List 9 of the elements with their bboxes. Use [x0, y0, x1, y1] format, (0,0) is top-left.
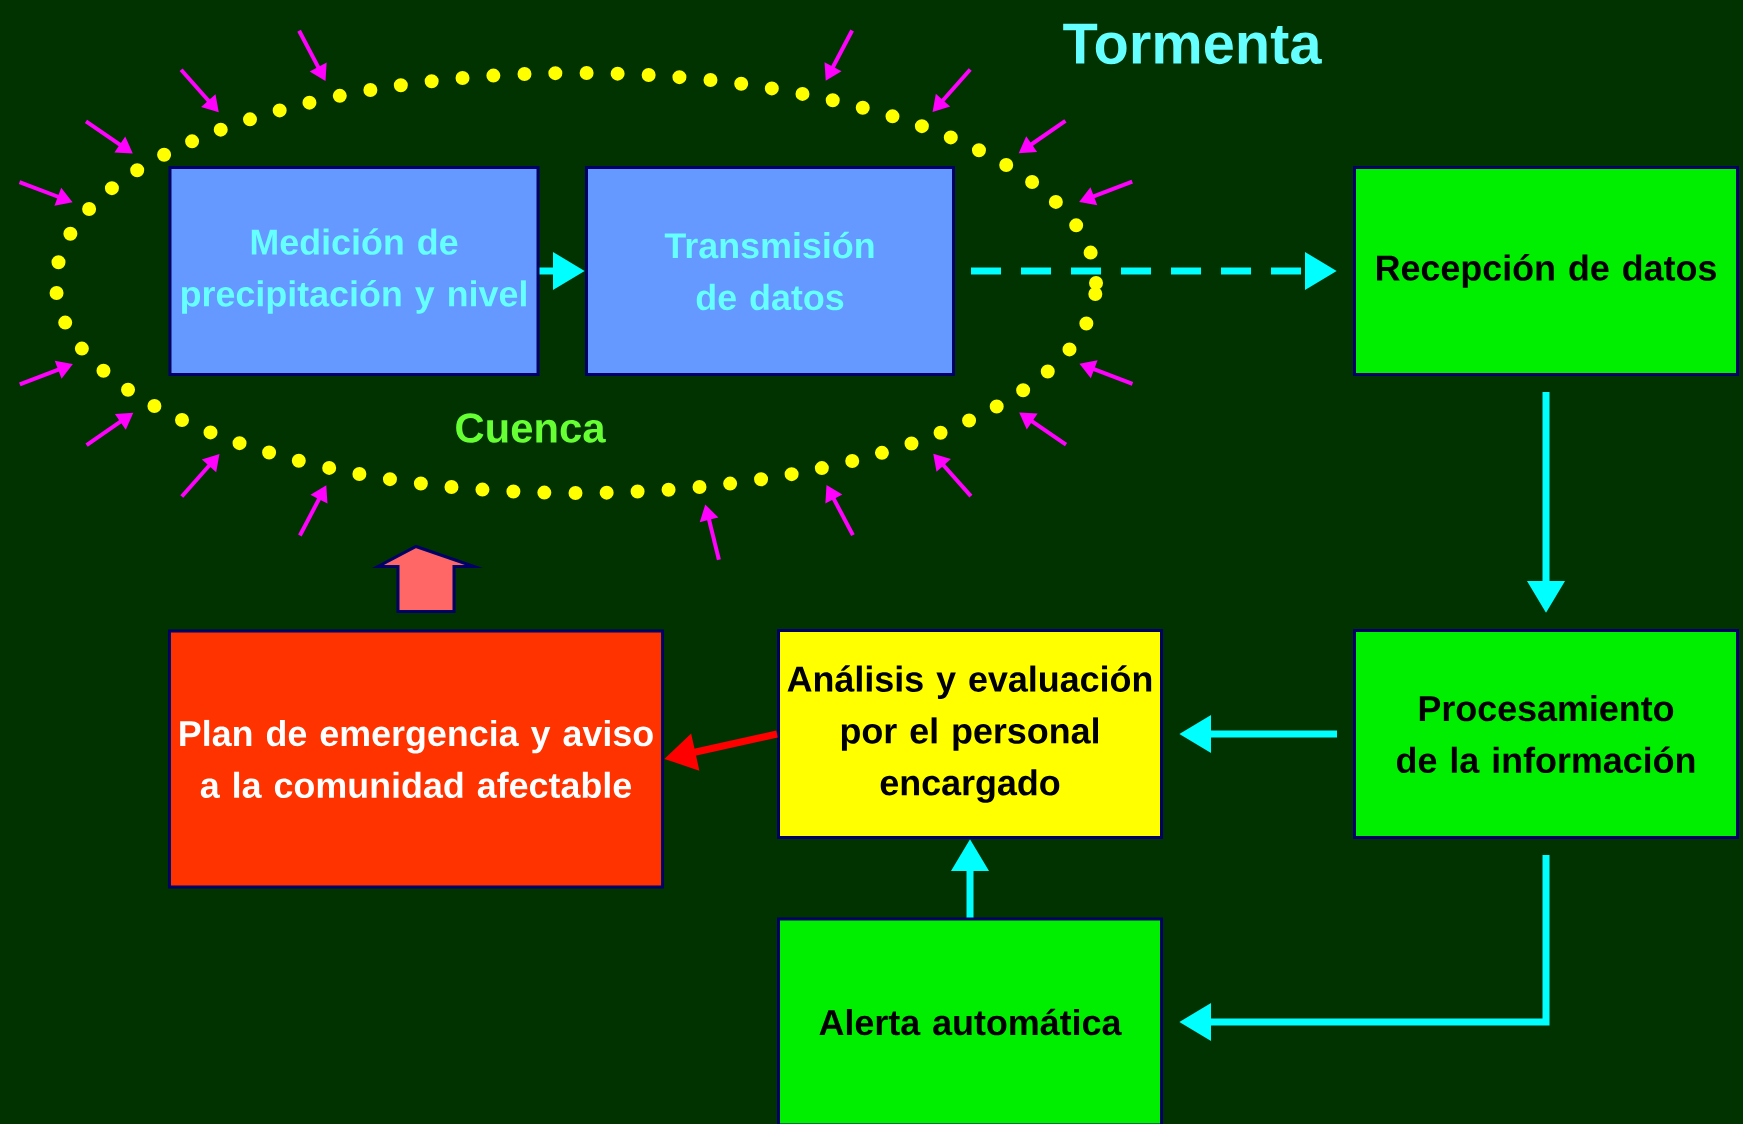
arrow [371, 544, 483, 613]
process-box: Transmisión de datos [585, 166, 955, 376]
process-box: Plan de emergencia y aviso a la comunidad afectable [168, 629, 664, 889]
title-label: Tormenta [1063, 23, 1322, 65]
process-box: Recepción de datos [1353, 166, 1739, 376]
process-box: Medición de precipitación y nivel [168, 166, 540, 376]
process-box: Análisis y evaluación por el personal encargado [777, 629, 1163, 839]
process-box: Alerta automática [777, 917, 1163, 1124]
process-box: Procesamiento de la información [1353, 629, 1739, 839]
